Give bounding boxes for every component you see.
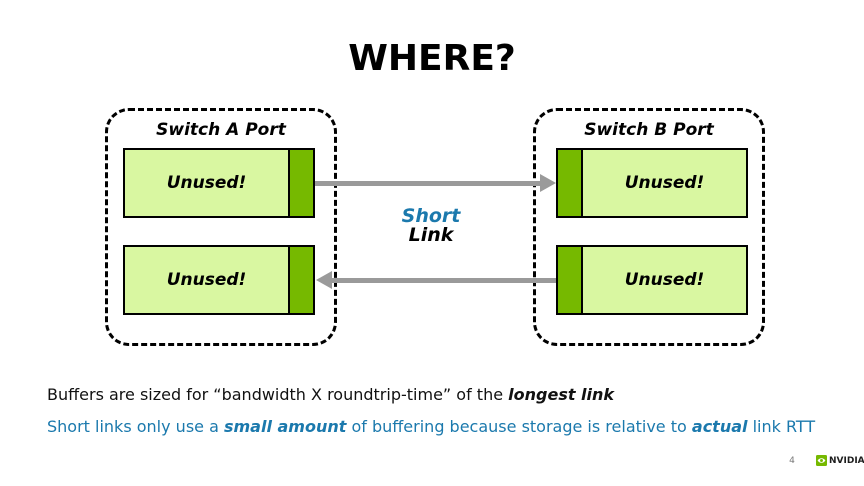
link-arrow-a-to-b	[315, 181, 541, 186]
buffer-unused-area: Unused!	[583, 247, 746, 313]
page-number: 4	[789, 456, 795, 466]
short-link-word-link: Link	[408, 224, 454, 246]
note2-text-2: of buffering because storage is relative…	[346, 417, 692, 436]
switch-b-buffer-2: Unused!	[556, 245, 748, 315]
buffer-used-strip	[288, 247, 313, 313]
buffer-label: Unused!	[624, 173, 705, 193]
note-short-links: Short links only use a small amount of b…	[47, 417, 815, 437]
buffer-label: Unused!	[166, 270, 247, 290]
note2-emphasis-1: small amount	[223, 417, 347, 436]
switch-a-buffer-1: Unused!	[123, 148, 315, 218]
switch-a-group: Switch A Port Unused! Unused!	[105, 108, 337, 346]
link-arrow-b-to-a	[332, 278, 556, 283]
arrow-right-icon	[540, 174, 556, 192]
switch-b-label: Switch B Port	[584, 120, 714, 140]
switch-b-buffer-1: Unused!	[556, 148, 748, 218]
switch-a-buffer-2: Unused!	[123, 245, 315, 315]
short-link-label: Short Link	[371, 207, 491, 245]
buffer-label: Unused!	[624, 270, 705, 290]
buffer-used-strip	[288, 150, 313, 216]
short-link-word-short: Short	[401, 205, 461, 227]
note2-text-1: Short links only use a	[47, 417, 224, 436]
nvidia-wordmark: NVIDIA	[829, 455, 864, 466]
nvidia-eye-icon	[816, 455, 827, 466]
note-buffer-sizing: Buffers are sized for “bandwidth X round…	[47, 385, 614, 405]
nvidia-logo: NVIDIA	[816, 455, 864, 466]
note2-text-3: link RTT	[747, 417, 816, 436]
buffer-unused-area: Unused!	[125, 150, 288, 216]
note1-emphasis: longest link	[508, 385, 615, 404]
buffer-unused-area: Unused!	[125, 247, 288, 313]
buffer-label: Unused!	[166, 173, 247, 193]
page-title: WHERE?	[348, 38, 516, 79]
switch-a-label: Switch A Port	[156, 120, 286, 140]
buffer-used-strip	[558, 150, 583, 216]
buffer-used-strip	[558, 247, 583, 313]
arrow-left-icon	[316, 271, 332, 289]
switch-b-group: Switch B Port Unused! Unused!	[533, 108, 765, 346]
note2-emphasis-2: actual	[691, 417, 748, 436]
note1-text: Buffers are sized for “bandwidth X round…	[47, 385, 509, 404]
buffer-unused-area: Unused!	[583, 150, 746, 216]
